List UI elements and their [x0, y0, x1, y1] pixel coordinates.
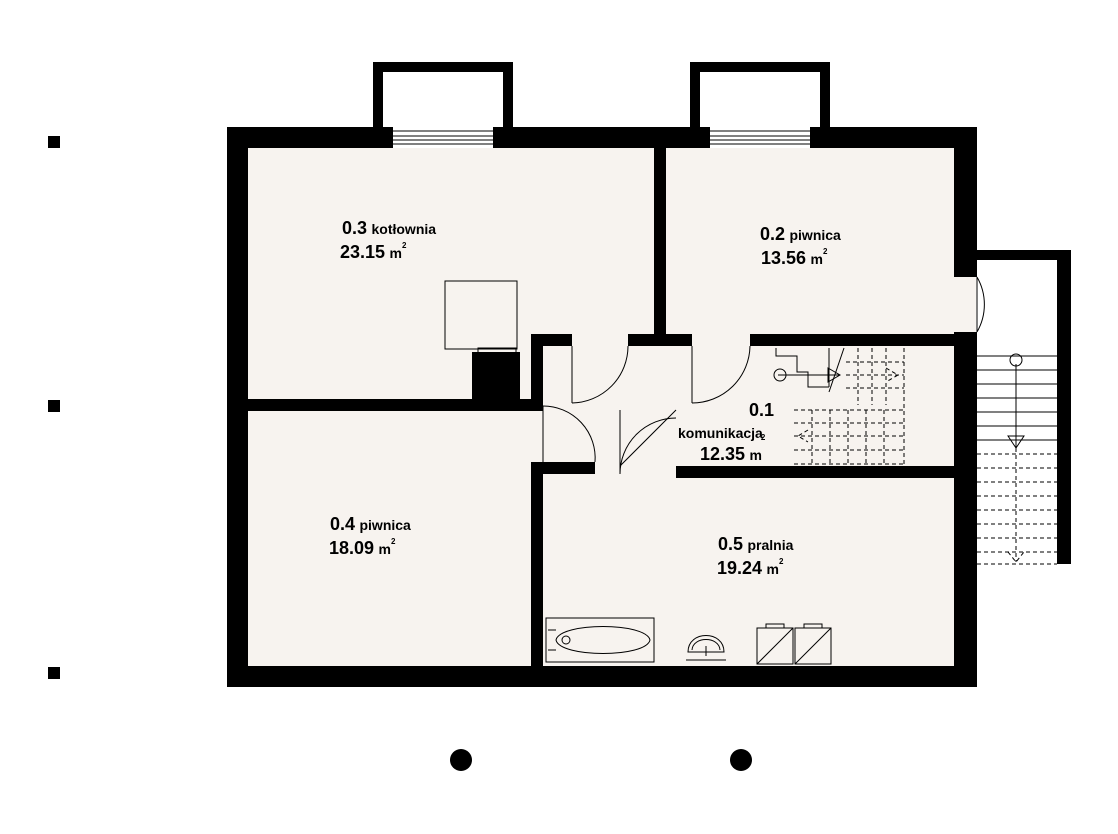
axis-marker-square — [48, 136, 60, 148]
room-label-0-2: 0.2 piwnica 13.56 m2 — [760, 224, 841, 268]
axis-marker-circle — [730, 749, 752, 771]
svg-text:23.15 m2: 23.15 m2 — [340, 241, 407, 262]
axis-markers — [48, 136, 752, 771]
svg-text:0.3 kotłownia: 0.3 kotłownia — [342, 218, 436, 238]
svg-text:komunikacja2: komunikacja2 — [678, 425, 766, 442]
door-landing-floor — [954, 276, 976, 332]
washbasin — [686, 635, 726, 661]
svg-text:0.1: 0.1 — [749, 400, 774, 420]
light-well-right — [690, 62, 830, 148]
room-label-0-1: 0.1 komunikacja2 12.35 m — [678, 400, 774, 464]
svg-text:12.35 m: 12.35 m — [700, 444, 762, 464]
external-stairs — [977, 250, 1071, 565]
axis-marker-circle — [450, 749, 472, 771]
axis-marker-square — [48, 667, 60, 679]
axis-marker-square — [48, 400, 60, 412]
boiler — [444, 280, 520, 399]
dryer — [794, 623, 832, 665]
internal-stairs — [773, 347, 905, 465]
svg-text:0.4 piwnica: 0.4 piwnica — [330, 514, 411, 534]
bathtub — [545, 617, 655, 663]
room-label-0-3: 0.3 kotłownia 23.15 m2 — [340, 218, 436, 262]
svg-text:0.5 pralnia: 0.5 pralnia — [718, 534, 794, 554]
doors — [542, 276, 985, 475]
svg-text:13.56 m2: 13.56 m2 — [761, 247, 828, 268]
svg-text:19.24 m2: 19.24 m2 — [717, 557, 784, 578]
room-label-0-4: 0.4 piwnica 18.09 m2 — [329, 514, 411, 558]
svg-text:18.09 m2: 18.09 m2 — [329, 537, 396, 558]
room-label-0-5: 0.5 pralnia 19.24 m2 — [717, 534, 794, 578]
washing-machine — [756, 623, 794, 665]
svg-text:0.2 piwnica: 0.2 piwnica — [760, 224, 841, 244]
light-well-left — [373, 62, 513, 148]
interior-walls — [248, 148, 954, 666]
